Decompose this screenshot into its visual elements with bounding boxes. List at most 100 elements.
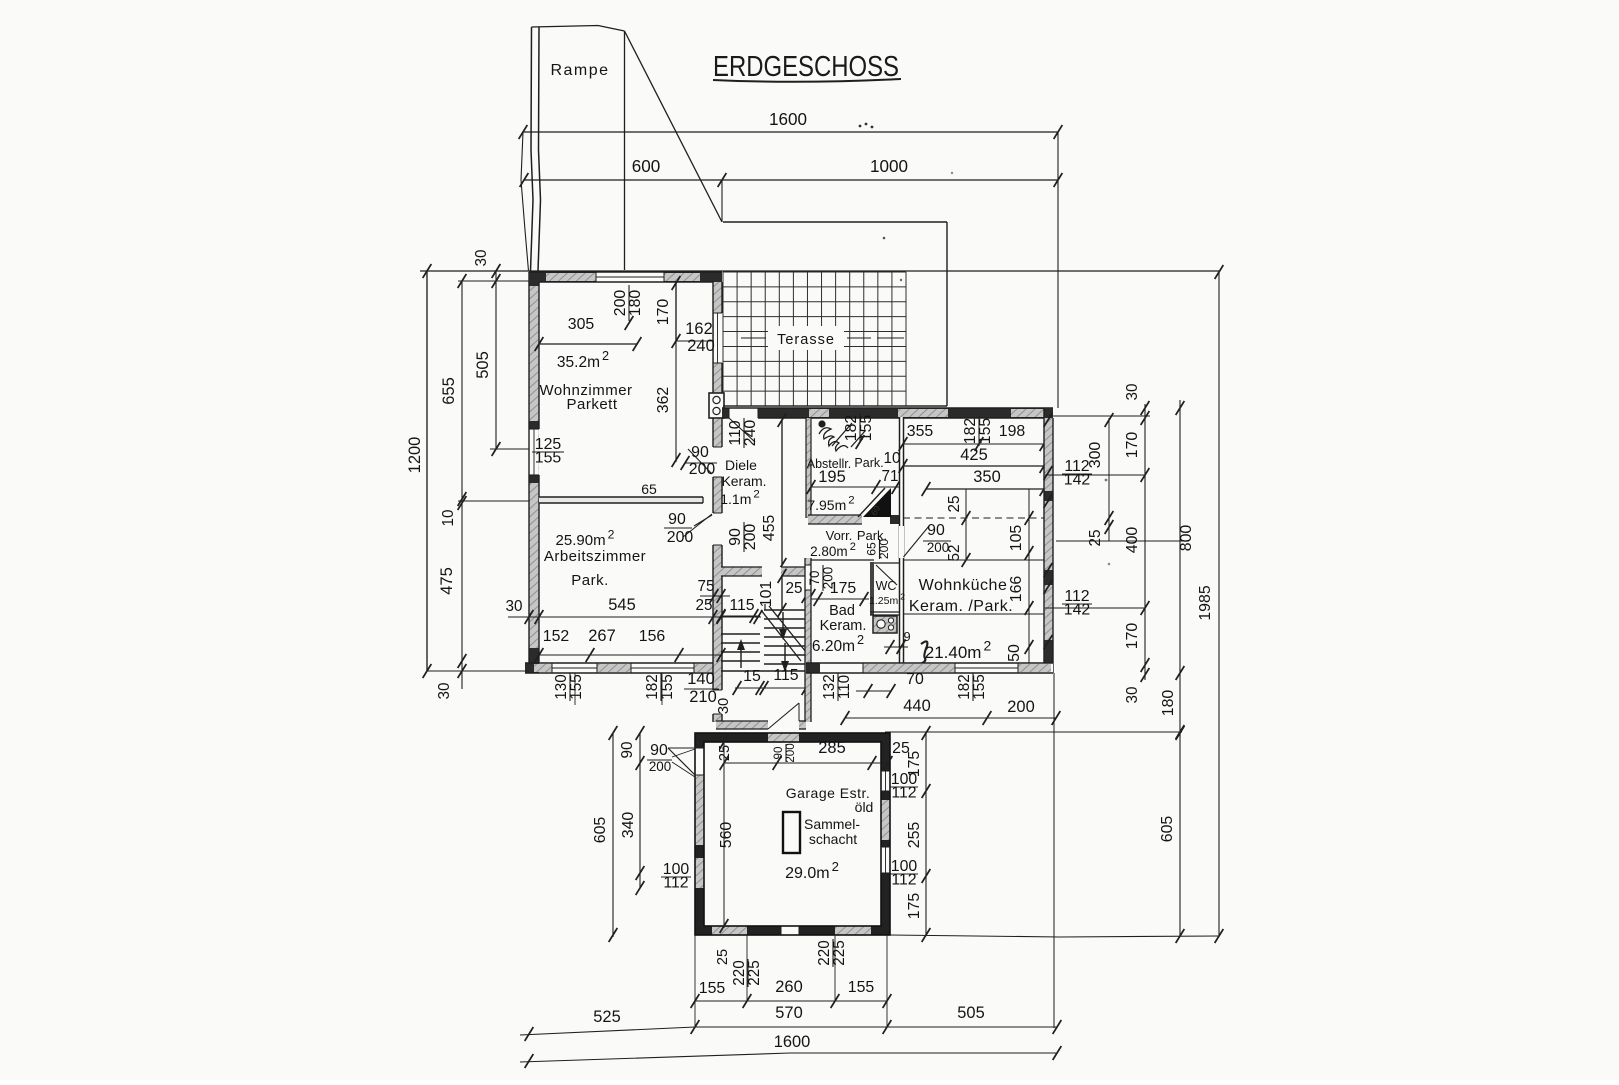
- svg-text:Garage Estr.: Garage Estr.: [786, 785, 871, 801]
- svg-text:15: 15: [743, 668, 761, 685]
- svg-text:180: 180: [1160, 690, 1177, 717]
- svg-text:182: 182: [843, 415, 860, 442]
- svg-text:90: 90: [727, 528, 744, 546]
- svg-text:200: 200: [689, 461, 716, 478]
- svg-text:115: 115: [773, 667, 798, 684]
- svg-text:130: 130: [553, 674, 570, 699]
- svg-text:30: 30: [716, 698, 732, 714]
- svg-text:225: 225: [746, 960, 763, 985]
- svg-text:70: 70: [807, 571, 822, 586]
- svg-text:142: 142: [1064, 472, 1091, 489]
- svg-text:225: 225: [831, 940, 848, 965]
- svg-text:200: 200: [1007, 698, 1034, 716]
- svg-text:200: 200: [742, 524, 759, 551]
- svg-text:50: 50: [1006, 644, 1023, 662]
- svg-text:255: 255: [906, 822, 923, 849]
- svg-text:schacht: schacht: [809, 831, 857, 847]
- svg-text:155: 155: [971, 674, 988, 699]
- svg-text:355: 355: [907, 423, 934, 440]
- svg-text:Park.: Park.: [571, 572, 609, 589]
- svg-text:362: 362: [655, 387, 672, 414]
- svg-text:200: 200: [667, 529, 694, 546]
- svg-text:156: 156: [639, 628, 666, 645]
- svg-text:155: 155: [535, 450, 562, 467]
- svg-text:155: 155: [848, 979, 875, 996]
- svg-text:90: 90: [691, 444, 709, 461]
- svg-text:425: 425: [960, 446, 987, 464]
- svg-text:65: 65: [641, 481, 657, 497]
- svg-text:152: 152: [543, 628, 570, 645]
- svg-text:100: 100: [663, 861, 690, 878]
- svg-text:101: 101: [758, 581, 775, 608]
- svg-text:Arbeitszimmer: Arbeitszimmer: [544, 548, 646, 565]
- svg-text:440: 440: [903, 697, 930, 715]
- svg-text:350: 350: [973, 468, 1000, 486]
- svg-text:Sammel-: Sammel-: [804, 816, 860, 832]
- svg-text:90: 90: [773, 747, 785, 760]
- svg-text:112: 112: [1064, 588, 1089, 605]
- svg-text:1600: 1600: [774, 1033, 811, 1051]
- svg-text:200: 200: [785, 743, 797, 762]
- svg-text:100: 100: [891, 771, 918, 788]
- svg-text:175: 175: [906, 751, 923, 778]
- svg-text:155: 155: [977, 418, 994, 445]
- svg-text:1985: 1985: [1197, 585, 1214, 620]
- svg-text:Keram.: Keram.: [820, 618, 867, 634]
- svg-text:260: 260: [775, 978, 802, 996]
- svg-text:90: 90: [619, 742, 636, 759]
- svg-text:ERDGESCHOSS: ERDGESCHOSS: [713, 51, 899, 83]
- svg-text:30: 30: [473, 250, 490, 267]
- svg-text:655: 655: [440, 377, 458, 404]
- svg-text:Rampe: Rampe: [550, 62, 609, 79]
- svg-text:200: 200: [612, 290, 629, 317]
- svg-text:400: 400: [1124, 527, 1141, 554]
- svg-text:140: 140: [687, 670, 714, 688]
- svg-text:35.2m2: 35.2m2: [557, 348, 609, 371]
- svg-text:90: 90: [650, 742, 668, 759]
- svg-text:71: 71: [882, 468, 899, 485]
- svg-text:Wohnzimmer: Wohnzimmer: [539, 382, 632, 399]
- svg-text:1600: 1600: [769, 110, 807, 129]
- svg-text:182: 182: [644, 674, 661, 699]
- svg-text:100: 100: [891, 858, 918, 875]
- svg-text:Terasse: Terasse: [777, 332, 835, 348]
- svg-text:180: 180: [627, 290, 644, 317]
- svg-text:210: 210: [689, 688, 716, 706]
- svg-text:240: 240: [742, 420, 759, 447]
- svg-text:285: 285: [818, 739, 845, 757]
- svg-text:170: 170: [1124, 623, 1141, 650]
- svg-text:65: 65: [865, 542, 879, 556]
- svg-text:125: 125: [535, 436, 562, 453]
- svg-text:525: 525: [593, 1008, 620, 1026]
- svg-text:25: 25: [715, 949, 731, 965]
- svg-text:1000: 1000: [870, 157, 908, 176]
- svg-text:112: 112: [663, 875, 688, 892]
- svg-text:25: 25: [696, 597, 713, 614]
- svg-text:112: 112: [1064, 458, 1089, 475]
- svg-text:30: 30: [1124, 687, 1141, 704]
- svg-text:570: 570: [775, 1004, 802, 1022]
- svg-text:200: 200: [927, 540, 949, 555]
- svg-text:25: 25: [946, 496, 963, 513]
- svg-text:52: 52: [946, 545, 963, 562]
- svg-text:75: 75: [698, 578, 715, 595]
- svg-text:Bad: Bad: [829, 603, 855, 619]
- svg-text:220: 220: [731, 960, 748, 985]
- svg-text:öld: öld: [855, 799, 874, 815]
- svg-text:475: 475: [438, 567, 456, 594]
- svg-text:9: 9: [903, 629, 910, 644]
- svg-text:198: 198: [999, 423, 1026, 440]
- svg-text:220: 220: [816, 940, 833, 965]
- svg-text:110: 110: [727, 420, 744, 445]
- svg-text:25: 25: [786, 580, 803, 597]
- svg-text:10: 10: [884, 450, 901, 467]
- svg-text:112: 112: [891, 872, 916, 889]
- svg-text:162: 162: [685, 320, 712, 338]
- svg-text:1200: 1200: [406, 437, 424, 474]
- svg-text:30: 30: [506, 598, 523, 615]
- svg-text:Wohnküche: Wohnküche: [919, 577, 1008, 594]
- svg-text:240: 240: [687, 337, 714, 355]
